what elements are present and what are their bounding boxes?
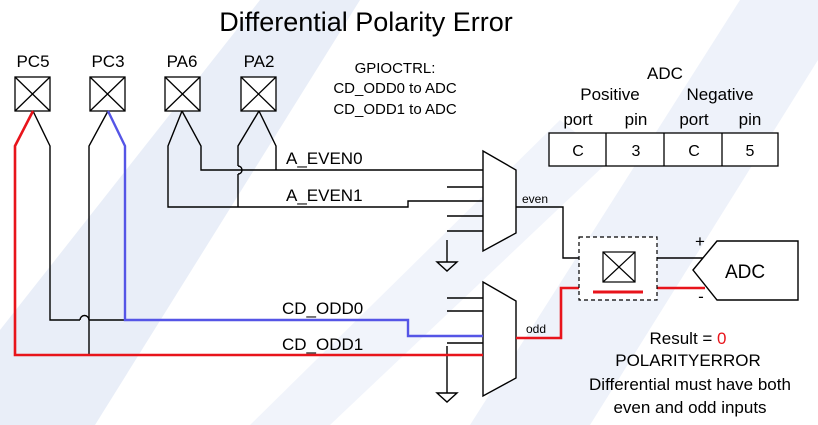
signal-label-even: even <box>522 192 548 206</box>
adc-cell-negative-pin: 5 <box>746 143 755 160</box>
gpioctrl-heading: GPIOCTRL: <box>355 60 436 77</box>
result-error: POLARITYERROR <box>615 351 760 370</box>
pin-pad-pa6 <box>164 76 201 112</box>
adc-block <box>692 240 799 301</box>
signal-label-a-even1: A_EVEN1 <box>286 186 363 205</box>
pin-pad-pa2 <box>240 76 277 112</box>
diagram-title: Differential Polarity Error <box>219 7 513 37</box>
blue-wire-cd-odd0 <box>106 110 483 338</box>
adc-col-header-2: pin <box>625 110 648 129</box>
result-value: 0 <box>717 329 726 348</box>
adc-table-heading: ADC <box>647 64 683 83</box>
adc-col-header-3: port <box>679 110 709 129</box>
adc-cell-positive-port: C <box>572 143 584 160</box>
adc-table-grid <box>548 132 779 167</box>
pin-label-pa2: PA2 <box>244 52 275 71</box>
red-wire-odd-out <box>516 286 579 340</box>
gpioctrl-line-2: CD_ODD1 to ADC <box>333 101 457 118</box>
pin-pad-pc3 <box>89 76 126 112</box>
gpioctrl-line-1: CD_ODD0 to ADC <box>333 80 457 97</box>
result-line: Result = 0 <box>649 329 726 348</box>
adc-minus-sign: - <box>698 287 704 306</box>
adc-col-header-4: pin <box>739 110 762 129</box>
signal-label-cd-odd0: CD_ODD0 <box>282 299 363 318</box>
polarity-swap-box <box>578 236 658 301</box>
result-note-1: Differential must have both <box>589 375 791 394</box>
pin-label-pc3: PC3 <box>91 52 124 71</box>
pin-pad-pc5 <box>14 76 51 112</box>
pin-label-pa6: PA6 <box>167 52 198 71</box>
adc-positive-label: Positive <box>580 85 640 104</box>
result-label: Result = <box>649 329 717 348</box>
signal-label-odd: odd <box>526 322 546 336</box>
even-mux <box>482 149 517 253</box>
adc-col-header-1: port <box>563 110 593 129</box>
signal-label-a-even0: A_EVEN0 <box>286 149 363 168</box>
pin-label-pc5: PC5 <box>16 52 49 71</box>
adc-negative-label: Negative <box>686 85 753 104</box>
odd-mux <box>482 280 517 398</box>
adc-block-label: ADC <box>725 262 765 283</box>
red-wire-cd-odd1 <box>13 110 483 357</box>
result-note-2: even and odd inputs <box>613 398 766 417</box>
swap-cross-icon <box>602 251 636 283</box>
adc-cell-negative-port: C <box>688 143 700 160</box>
adc-cell-positive-pin: 3 <box>632 143 641 160</box>
signal-label-cd-odd1: CD_ODD1 <box>282 335 363 354</box>
adc-plus-sign: + <box>695 232 705 251</box>
